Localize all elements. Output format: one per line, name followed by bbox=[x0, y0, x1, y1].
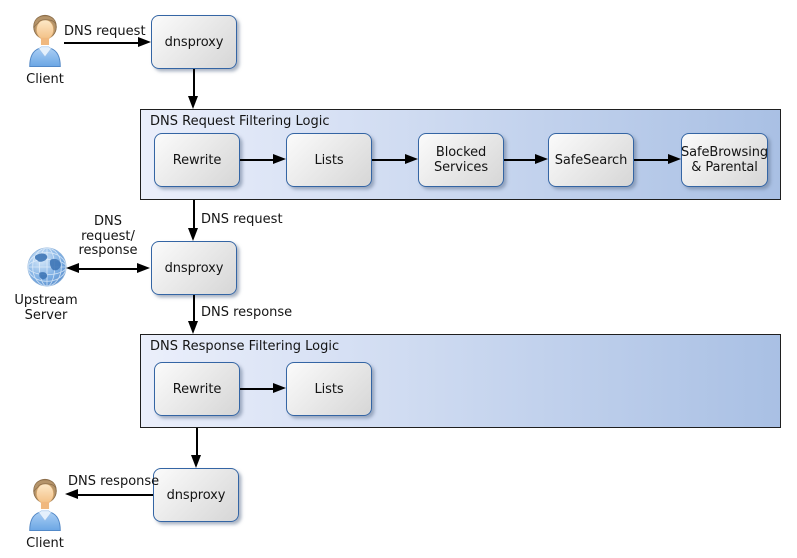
globe-icon bbox=[27, 247, 67, 287]
arrowhead-left-icon bbox=[65, 489, 78, 499]
step-label: Blocked Services bbox=[433, 145, 489, 175]
client-top-label: Client bbox=[26, 72, 64, 87]
arrow-response-filter-to-dnsproxy bbox=[196, 428, 198, 456]
arrow-rewrite-to-lists-response bbox=[240, 388, 274, 390]
request-filtering-container: DNS Request Filtering Logic Rewrite List… bbox=[140, 109, 781, 200]
response-filtering-title: DNS Response Filtering Logic bbox=[150, 339, 340, 354]
edge-label-dns-response-bottom: DNS response bbox=[68, 474, 160, 489]
arrowhead-right-icon bbox=[535, 154, 548, 164]
step-lists-response: Lists bbox=[286, 362, 372, 416]
node-dnsproxy-middle: dnsproxy bbox=[151, 241, 237, 295]
client-bottom-actor bbox=[27, 476, 63, 533]
person-icon bbox=[29, 478, 61, 532]
arrow-safesearch-to-safebrowsing bbox=[634, 159, 669, 161]
node-label: dnsproxy bbox=[164, 34, 224, 50]
edge-label-upstream-link: DNS request/ response bbox=[69, 214, 147, 259]
step-safebrowsing-parental: SafeBrowsing & Parental bbox=[681, 133, 768, 187]
arrowhead-right-icon bbox=[273, 383, 286, 393]
node-label: dnsproxy bbox=[164, 260, 224, 276]
arrow-upstream-dnsproxy bbox=[78, 268, 138, 270]
step-blocked-services: Blocked Services bbox=[418, 133, 504, 187]
upstream-label-line1: Upstream bbox=[14, 293, 78, 308]
edge-label-client-to-dnsproxy: DNS request bbox=[64, 24, 146, 39]
arrowhead-right-icon bbox=[405, 154, 418, 164]
arrowhead-left-icon bbox=[66, 263, 79, 273]
arrowhead-right-icon bbox=[273, 154, 286, 164]
node-dnsproxy-bottom: dnsproxy bbox=[153, 468, 239, 522]
upstream-server-actor bbox=[26, 246, 68, 288]
node-label: dnsproxy bbox=[166, 487, 226, 503]
person-icon bbox=[29, 14, 61, 68]
step-label: SafeSearch bbox=[554, 152, 628, 168]
client-bottom-label: Client bbox=[26, 536, 64, 551]
edge-label-dns-response-mid: DNS response bbox=[201, 305, 293, 320]
arrow-client-to-dnsproxy bbox=[64, 42, 139, 44]
arrow-dnsproxy-to-request-filter bbox=[193, 69, 195, 97]
upstream-link-line2: request/ bbox=[81, 228, 135, 244]
step-label: Rewrite bbox=[172, 152, 222, 168]
step-safesearch: SafeSearch bbox=[548, 133, 634, 187]
step-rewrite-response: Rewrite bbox=[154, 362, 240, 416]
arrow-filter-to-dnsproxy bbox=[193, 200, 195, 229]
arrow-dnsproxy-to-client bbox=[77, 494, 153, 496]
step-label: Lists bbox=[314, 381, 344, 397]
node-dnsproxy-top: dnsproxy bbox=[151, 15, 237, 69]
arrowhead-right-icon bbox=[138, 37, 151, 47]
response-filtering-container: DNS Response Filtering Logic Rewrite Lis… bbox=[140, 334, 781, 428]
arrowhead-down-icon bbox=[188, 321, 198, 334]
upstream-label-line2: Server bbox=[24, 308, 68, 323]
arrowhead-down-icon bbox=[188, 228, 198, 241]
upstream-link-line1: DNS bbox=[94, 214, 122, 229]
step-label: SafeBrowsing & Parental bbox=[680, 145, 769, 175]
client-top-actor bbox=[27, 12, 63, 69]
step-label: Lists bbox=[314, 152, 344, 168]
upstream-server-label: Upstream Server bbox=[2, 293, 90, 323]
arrowhead-down-icon bbox=[191, 455, 201, 468]
arrowhead-right-icon bbox=[668, 154, 681, 164]
upstream-link-line3: response bbox=[78, 243, 138, 258]
arrow-dnsproxy-to-response-filter bbox=[193, 295, 195, 322]
edge-label-filter-to-dnsproxy: DNS request bbox=[201, 212, 283, 227]
arrowhead-down-icon bbox=[188, 96, 198, 109]
step-lists: Lists bbox=[286, 133, 372, 187]
request-filtering-title: DNS Request Filtering Logic bbox=[150, 114, 330, 129]
arrowhead-right-icon bbox=[137, 263, 150, 273]
arrow-rewrite-to-lists bbox=[240, 159, 274, 161]
arrow-blocked-to-safesearch bbox=[504, 159, 536, 161]
arrow-lists-to-blocked bbox=[372, 159, 406, 161]
step-label: Rewrite bbox=[172, 381, 222, 397]
step-rewrite: Rewrite bbox=[154, 133, 240, 187]
